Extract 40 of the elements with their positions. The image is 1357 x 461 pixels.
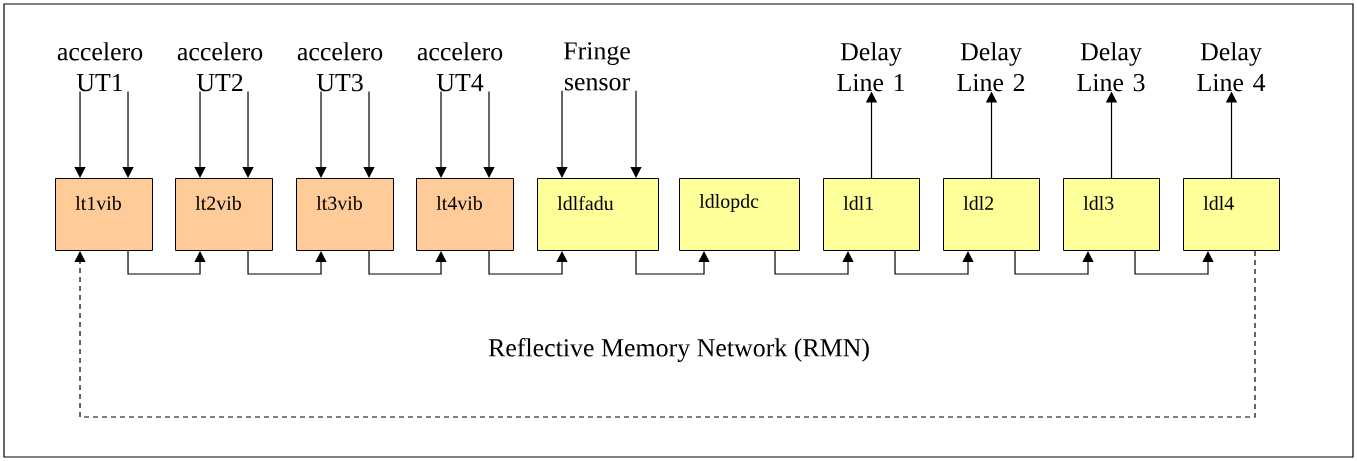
source-label: Delay Line 4 [1197,42,1266,92]
source-label: Delay Line 1 [837,42,904,92]
process-box: ldl3 [1063,178,1160,251]
process-box: ldl2 [943,178,1040,251]
arrow [556,90,568,178]
connector-arrow [774,250,854,275]
arrow [363,90,375,178]
process-box: ldl1 [823,178,920,251]
arrow [435,90,447,178]
network-connector [74,250,1256,418]
process-box: lt3vib [296,178,394,251]
process-box: lt2vib [175,178,273,251]
arrow [242,90,254,178]
arrow [194,90,206,178]
arrow [483,90,495,178]
source-label: accelero UT2 [177,42,263,92]
arrow [315,90,327,178]
process-box: lt1vib [55,178,153,251]
arrow [122,90,134,178]
connector-arrow [127,250,206,275]
arrow [630,90,642,178]
source-label: Delay Line 2 [957,42,1025,92]
process-box: lt4vib [416,178,514,251]
connector-arrow [635,250,710,275]
source-label: accelero UT3 [297,42,383,92]
source-label: accelero UT1 [57,42,143,92]
connector-arrow [368,250,447,275]
source-label: accelero UT4 [417,42,503,92]
arrow [74,90,86,178]
network-label: Reflective Memory Network (RMN) [488,338,869,362]
process-box: ldl4 [1183,178,1280,251]
connector-arrow [488,250,568,275]
connector-arrow [1134,250,1214,275]
process-box: ldlopdc [679,178,800,251]
process-box: ldlfadu [537,178,659,251]
source-label: Delay Line 3 [1077,42,1145,92]
connector-arrow [894,250,974,275]
source-label: Fringe sensor [563,42,630,91]
connector-arrow [1014,250,1094,275]
connector-arrow [247,250,327,275]
